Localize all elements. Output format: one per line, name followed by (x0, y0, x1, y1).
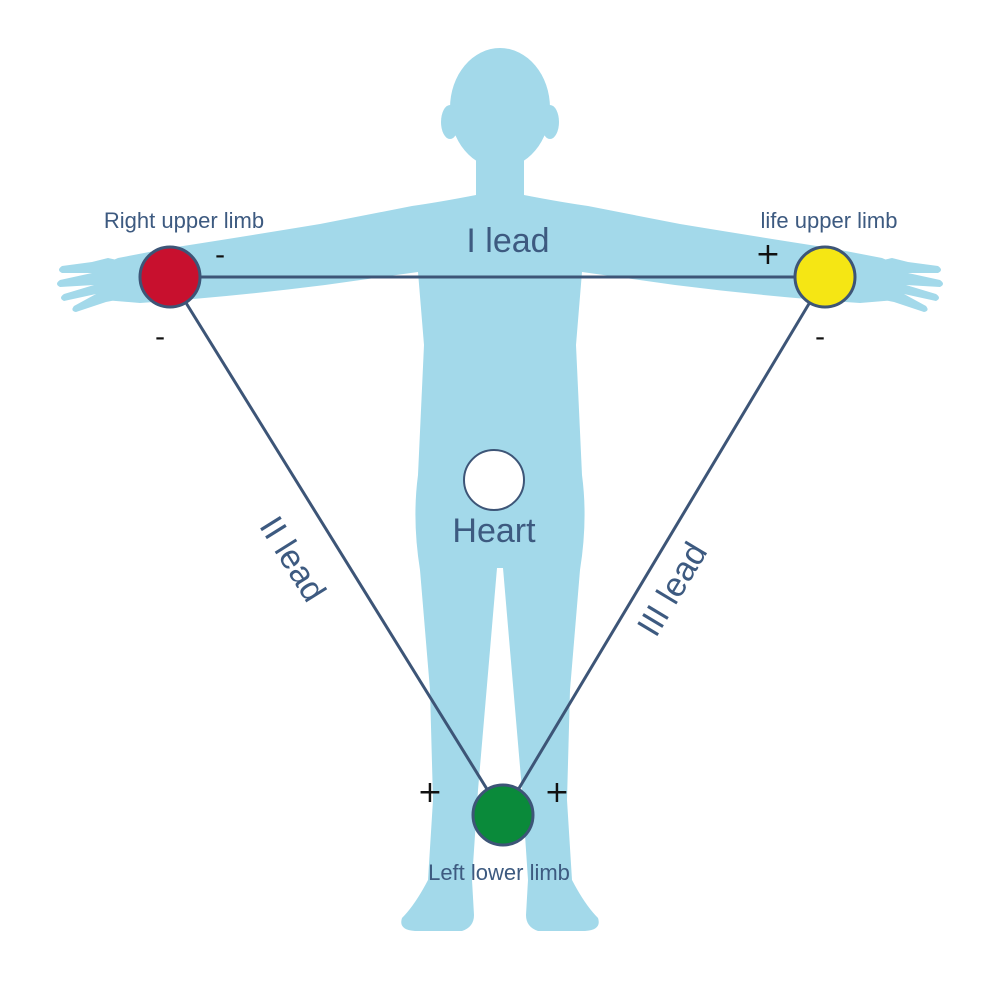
electrode-right-upper (138, 245, 202, 309)
lead2-label: II lead (252, 510, 333, 609)
left-lower-limb-label: Left lower limb (428, 860, 570, 885)
lead3-line (501, 276, 827, 816)
sign-left-lower-lead3: + (544, 775, 569, 810)
electrode-left-lower (471, 783, 535, 847)
human-silhouette-icon (57, 48, 943, 931)
left-upper-limb-label: life upper limb (761, 208, 898, 233)
sign-left-upper-lead3: - (815, 320, 825, 353)
lead1-label: I lead (466, 222, 549, 260)
sign-left-upper-lead1: + (755, 237, 780, 272)
heart-marker (463, 449, 525, 511)
right-upper-limb-label: Right upper limb (104, 208, 264, 233)
sign-left-lower-lead2: + (417, 775, 442, 810)
heart-label: Heart (452, 512, 536, 550)
electrode-left-upper (793, 245, 857, 309)
sign-right-upper-lead1: - (215, 238, 225, 271)
lead2-line (168, 276, 505, 816)
lead-triangle (168, 275, 827, 816)
sign-right-upper-lead2: - (155, 320, 165, 353)
lead3-label: III lead (630, 536, 715, 643)
